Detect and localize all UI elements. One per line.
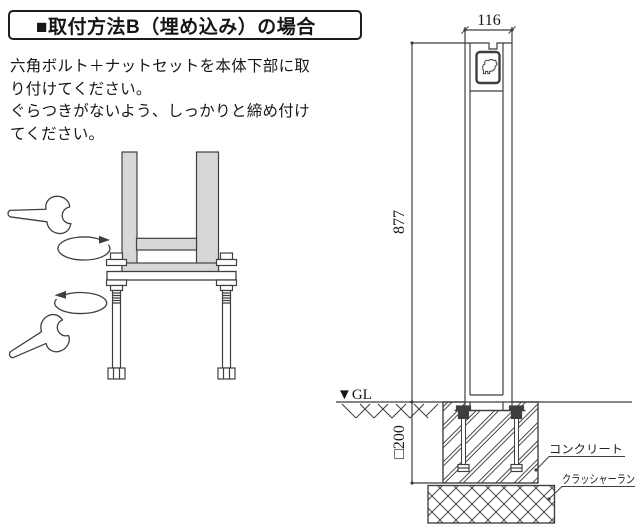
anchor-bolt-right xyxy=(215,252,238,380)
crusher-run-callout: クラッシャーラン xyxy=(547,473,635,501)
front-view-diagram xyxy=(7,151,238,380)
dimension-foundation: □200 xyxy=(391,402,443,485)
dog-icon xyxy=(482,59,498,75)
dimension-width-value: 116 xyxy=(477,12,500,29)
rotation-arrow-clockwise xyxy=(57,235,111,261)
dimension-width: 116 xyxy=(461,12,516,43)
post-bottom-rail xyxy=(121,262,220,273)
rotation-arrow-counterclockwise xyxy=(54,290,108,315)
emblem-plate xyxy=(475,50,501,85)
soil-hatch xyxy=(341,403,439,419)
instruction-line: ぐらつきがないよう、しっかりと締め付け xyxy=(10,103,310,120)
instruction-line: 六角ボルト＋ナットセットを本体下部に取 xyxy=(10,58,311,75)
crusher-run-label: クラッシャーラン xyxy=(562,473,635,486)
dimension-height-value: 877 xyxy=(391,210,408,234)
concrete-callout: コンクリート xyxy=(534,443,625,472)
dimension-foundation-value: □200 xyxy=(391,425,408,459)
buried-anchor-bolts xyxy=(454,405,526,473)
dimension-height: 877 xyxy=(391,41,465,404)
instruction-text: 六角ボルト＋ナットセットを本体下部に取 り付けてください。 ぐらつきがないよう、… xyxy=(10,56,310,146)
instruction-line: り付けてください。 xyxy=(10,80,152,98)
section-title: ■取付方法B（埋め込み）の場合 xyxy=(36,16,316,38)
instruction-line: てください。 xyxy=(10,125,105,143)
crusher-run-layer xyxy=(427,484,556,524)
gl-label: ▼GL xyxy=(337,387,372,403)
concrete-label: コンクリート xyxy=(549,443,623,456)
wrench-icon-upper xyxy=(7,195,72,235)
wrench-icon-lower xyxy=(8,313,70,359)
post-outline xyxy=(464,42,513,402)
post-legs xyxy=(121,151,220,273)
ground-line xyxy=(336,401,632,419)
side-section-diagram: 116 877 □200 ▼GL コンクリート xyxy=(336,12,635,524)
concrete-footing xyxy=(442,401,539,484)
post-crossbar xyxy=(135,237,198,251)
section-title-box: ■取付方法B（埋め込み）の場合 xyxy=(8,10,362,40)
anchor-bolt-left xyxy=(105,252,128,380)
base-plate xyxy=(106,270,237,281)
